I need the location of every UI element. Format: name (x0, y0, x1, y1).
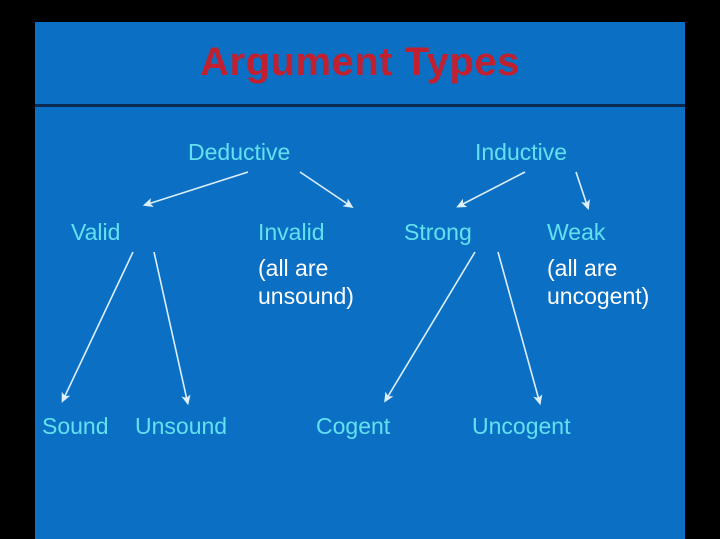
node-weak[interactable]: Weak (547, 219, 606, 245)
node-invalid[interactable]: Invalid (258, 219, 325, 245)
note-invalid: (all are unsound) (258, 254, 354, 310)
note-weak-line2: uncogent) (547, 283, 650, 310)
node-deductive[interactable]: Deductive (188, 139, 291, 165)
node-uncogent[interactable]: Uncogent (472, 413, 571, 439)
node-strong[interactable]: Strong (404, 219, 472, 245)
note-invalid-line1: (all are (258, 255, 329, 281)
note-weak: (all are uncogent) (547, 254, 649, 310)
edge-deductive-invalid (299, 171, 354, 209)
node-valid[interactable]: Valid (71, 219, 121, 245)
node-unsound[interactable]: Unsound (135, 413, 228, 439)
edge-inductive-strong (456, 171, 526, 208)
note-weak-line1: (all are (547, 255, 618, 281)
node-sound[interactable]: Sound (42, 413, 109, 439)
title-divider (35, 104, 685, 107)
edge-deductive-valid (142, 171, 249, 208)
page-title: Argument Types (200, 40, 520, 84)
edge-inductive-weak (575, 171, 590, 211)
presentation-slide: Argument Types (35, 22, 685, 539)
note-invalid-line2: unsound) (258, 283, 354, 310)
edge-strong-uncogent (497, 251, 543, 406)
edge-valid-sound (61, 251, 134, 403)
node-inductive[interactable]: Inductive (475, 139, 568, 165)
node-cogent[interactable]: Cogent (316, 413, 391, 439)
edge-valid-unsound (153, 251, 191, 406)
edge-strong-cogent (384, 251, 476, 403)
